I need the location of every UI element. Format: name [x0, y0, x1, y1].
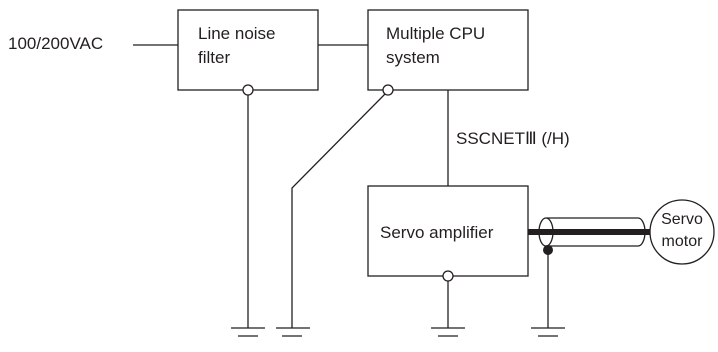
amplifier-ground-terminal	[442, 270, 454, 282]
cpu-ground-wire	[291, 93, 386, 328]
line-noise-filter-label-1: Line noise	[198, 24, 276, 43]
cpu-ground-terminal	[382, 84, 394, 96]
servo-motor-label-1: Servo	[661, 211, 703, 228]
ac-input-label: 100/200VAC	[8, 34, 104, 53]
filter-ground-terminal	[242, 84, 254, 96]
sscnet-label: SSCNETⅢ (/H)	[456, 129, 570, 148]
shield-junction-dot	[543, 245, 553, 255]
cpu-system-label-1: Multiple CPU	[386, 24, 486, 43]
servo-amplifier-label: Servo amplifier	[380, 223, 494, 242]
cpu-system-label-2: system	[386, 48, 440, 67]
line-noise-filter-label-2: filter	[198, 48, 231, 67]
servo-motor-label-2: motor	[661, 233, 703, 250]
